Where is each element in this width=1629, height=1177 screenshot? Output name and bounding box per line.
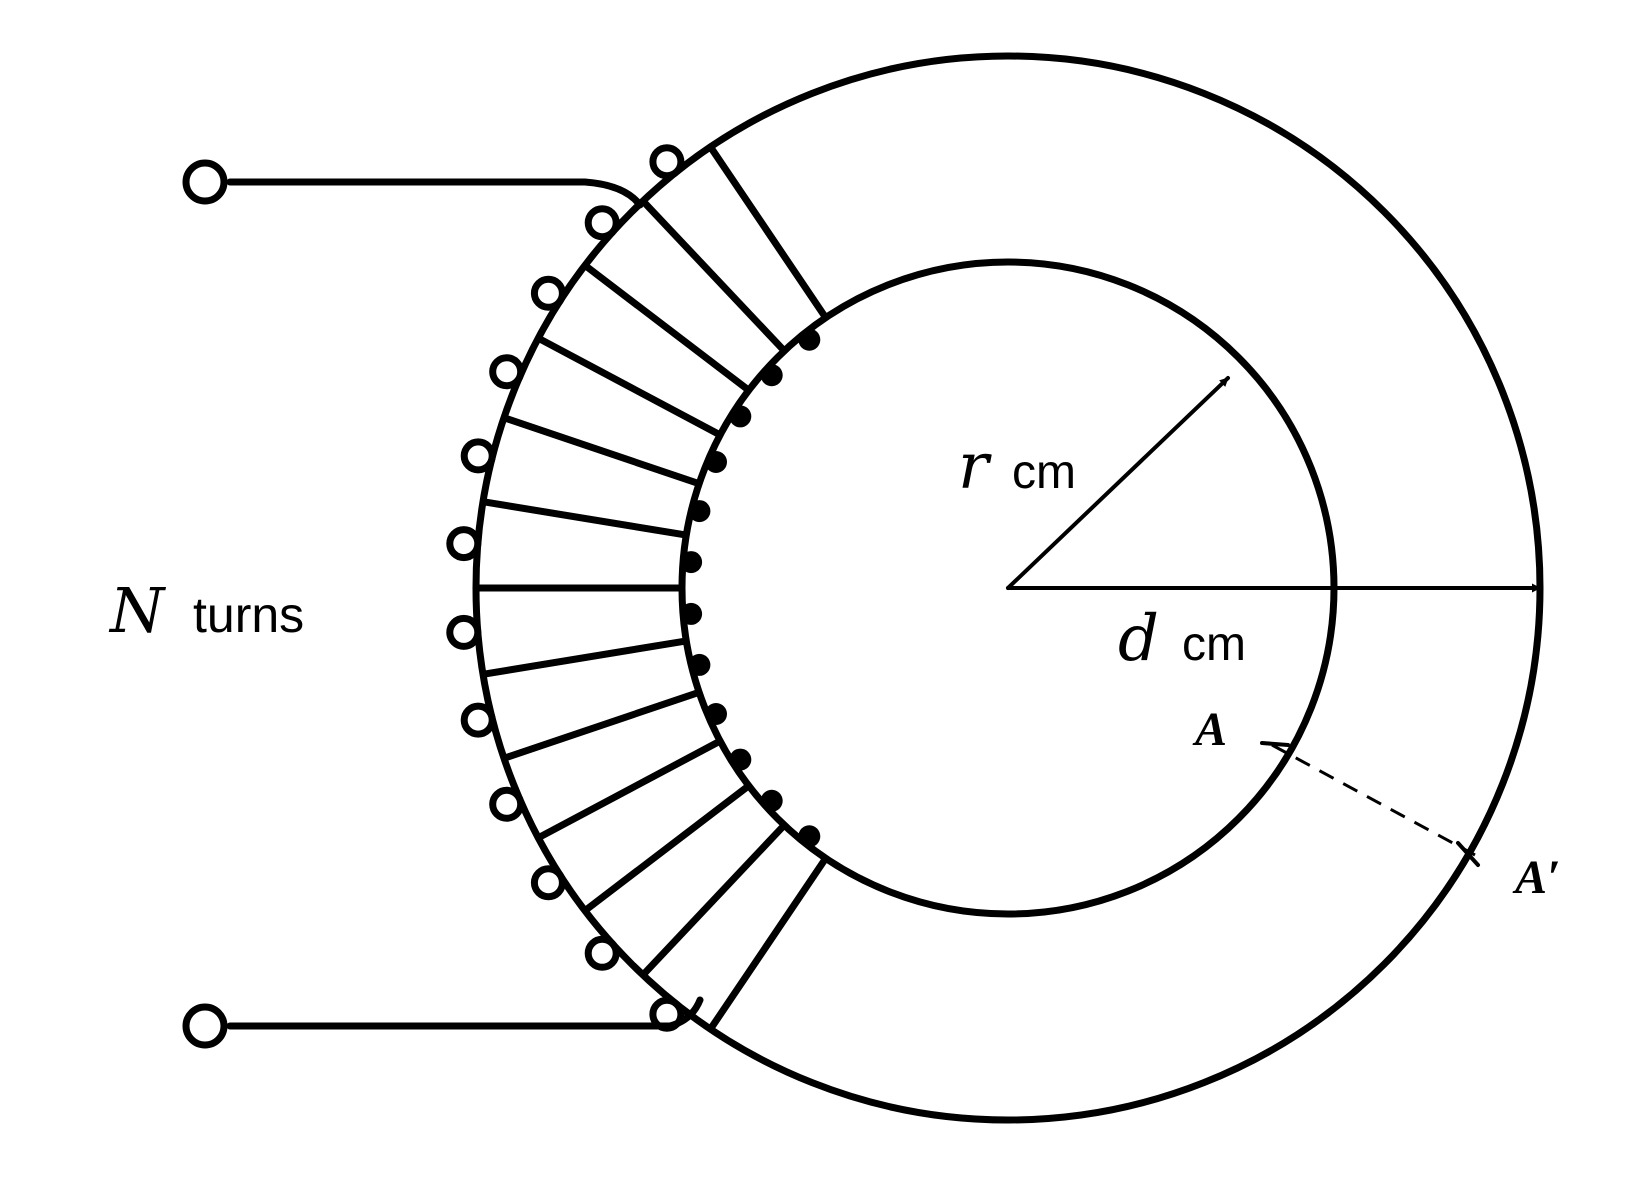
point-a-label: A	[1192, 703, 1227, 756]
winding-turn	[582, 782, 751, 914]
winding-turn	[640, 822, 787, 978]
winding-inner-bump	[680, 602, 703, 625]
winding-outer-loop	[460, 702, 496, 738]
bottom-terminal	[182, 1003, 228, 1049]
winding-turn	[536, 335, 722, 439]
coil-winding	[446, 144, 829, 1032]
winding-turn	[582, 262, 751, 394]
winding-turn	[482, 637, 687, 678]
winding-outer-loop	[489, 354, 525, 390]
winding-turn	[707, 145, 829, 320]
radius-symbol: r	[958, 430, 992, 504]
winding-outer-loop	[446, 614, 482, 650]
tick-a	[1260, 741, 1290, 747]
winding-outer-loop	[530, 275, 566, 311]
winding-inner-bump	[680, 551, 703, 574]
winding-outer-loop	[446, 526, 482, 562]
winding-inner-bump	[688, 500, 711, 523]
winding-turn	[502, 688, 701, 762]
diameter-symbol: d	[1118, 602, 1159, 676]
winding-inner-bump	[729, 405, 752, 428]
winding-outer-loop	[584, 935, 620, 971]
winding-inner-bump	[688, 653, 711, 676]
winding-inner-bump	[705, 451, 727, 473]
top-lead-wire	[226, 178, 644, 209]
tick-a-prime	[1456, 841, 1480, 867]
turns-symbol: N	[108, 574, 167, 647]
winding-outer-loop	[460, 438, 496, 474]
radius-unit: cm	[1012, 446, 1076, 499]
winding-inner-bump	[798, 825, 821, 848]
radius-arrow	[1006, 376, 1230, 590]
winding-outer-loop	[489, 786, 525, 822]
winding-turn	[536, 737, 722, 841]
winding-turn	[502, 414, 701, 488]
winding-outer-loop	[649, 144, 685, 180]
winding-inner-bump	[729, 748, 752, 771]
cross-section-line	[1271, 743, 1476, 857]
winding-turn	[707, 856, 829, 1031]
turns-word: turns	[193, 587, 304, 643]
winding-inner-bump	[798, 328, 821, 351]
winding-inner-bump	[760, 364, 783, 387]
winding-outer-loop	[530, 865, 566, 901]
diameter-unit: cm	[1182, 618, 1246, 671]
winding-inner-bump	[705, 703, 727, 725]
bottom-lead-wire	[226, 996, 704, 1030]
winding-inner-bump	[760, 789, 783, 812]
winding-outer-loop	[584, 205, 620, 241]
winding-turn	[640, 198, 787, 354]
winding-turn	[482, 498, 687, 539]
point-a-prime-label: A′	[1512, 851, 1561, 904]
top-terminal	[182, 159, 228, 205]
